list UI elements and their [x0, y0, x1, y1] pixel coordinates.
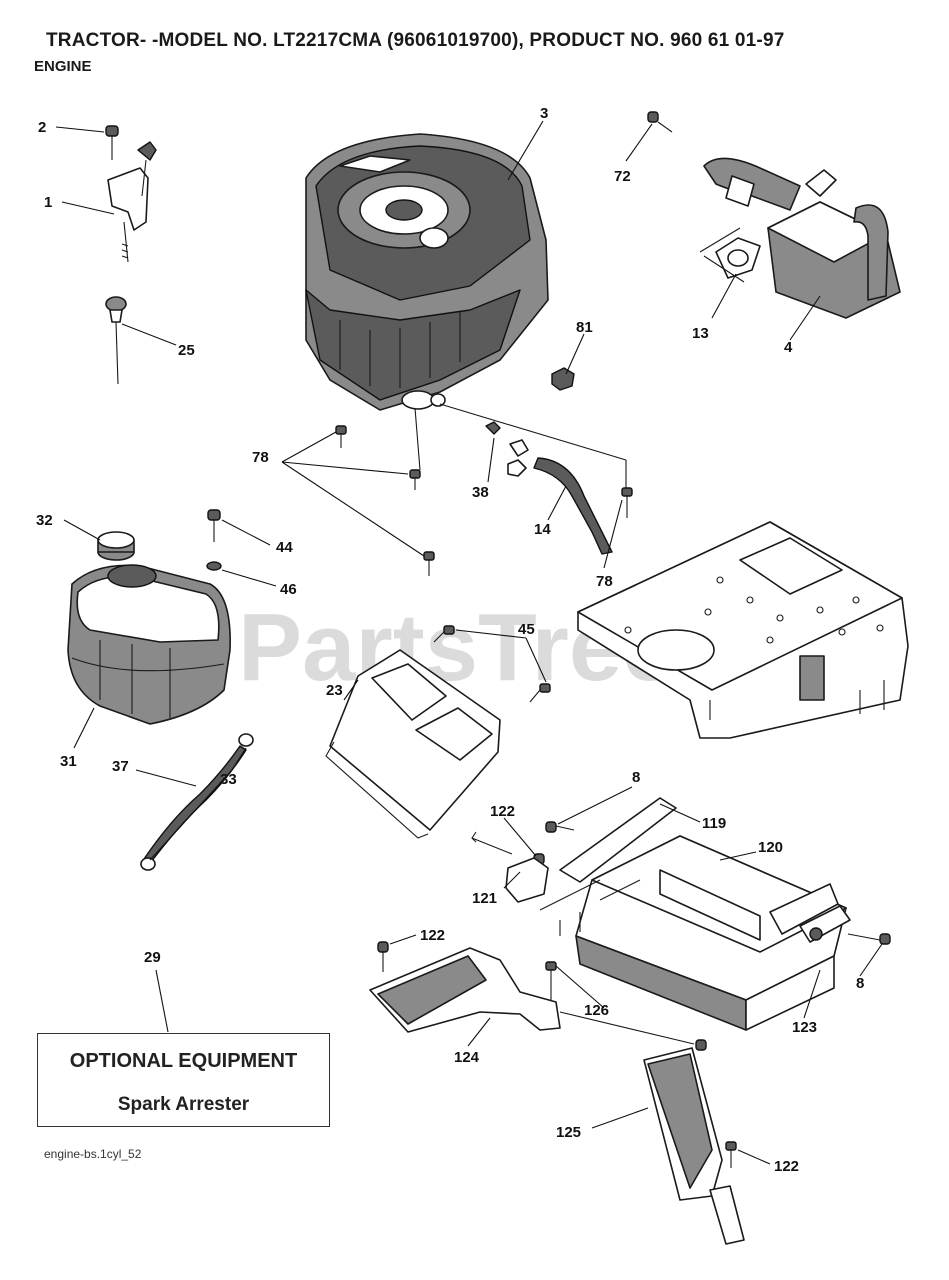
part-label: 121 [472, 890, 497, 907]
part-label: 2 [38, 119, 46, 136]
throttle-bracket-drawing [105, 125, 157, 263]
part-label: 125 [556, 1124, 581, 1141]
part-label: 38 [472, 484, 489, 501]
optional-equipment-item: Spark Arrester [117, 1094, 250, 1115]
part-label: 33 [220, 771, 237, 788]
part-label: 4 [784, 339, 793, 356]
part-label: 23 [326, 682, 343, 699]
part-number-labels: 2 1 25 3 72 13 4 81 78 38 14 78 32 44 46… [36, 105, 864, 1175]
part-label: 81 [576, 319, 593, 336]
part-label: 8 [856, 975, 864, 992]
optional-equipment-box: OPTIONAL EQUIPMENT Spark Arrester [37, 1033, 330, 1127]
part-label: 78 [252, 449, 269, 466]
part-label: 32 [36, 512, 53, 529]
part-label: 44 [276, 539, 293, 556]
part-label: 120 [758, 839, 783, 856]
part-label: 124 [454, 1049, 480, 1066]
page-title: TRACTOR- -MODEL NO. LT2217CMA (960610197… [46, 30, 785, 51]
part-label: 8 [632, 769, 640, 786]
part-label: 3 [540, 105, 548, 122]
chassis-plate-drawing [577, 521, 909, 739]
part-label: 31 [60, 753, 77, 770]
section-title: ENGINE [34, 58, 92, 75]
part-label: 46 [280, 581, 297, 598]
part-label: 37 [112, 758, 129, 775]
part-label: 1 [44, 194, 52, 211]
part-label: 122 [490, 803, 515, 820]
part-label: 25 [178, 342, 195, 359]
part-label: 122 [774, 1158, 799, 1175]
lower-plates-drawing [369, 947, 745, 1245]
part-label: 13 [692, 325, 709, 342]
heat-shield-drawing [325, 625, 551, 839]
engine-drawing [305, 133, 549, 411]
part-label: 78 [596, 573, 613, 590]
part-label: 123 [792, 1019, 817, 1036]
part-label: 29 [144, 949, 161, 966]
muffler-drawing [647, 111, 901, 319]
fuel-tank-drawing [67, 509, 254, 871]
part-label: 119 [702, 815, 726, 832]
leader-lines [55, 120, 883, 1165]
engine-hardware-drawing [335, 367, 633, 576]
part-label: 126 [584, 1002, 609, 1019]
part-label: 122 [420, 927, 445, 944]
optional-equipment-heading: OPTIONAL EQUIPMENT [69, 1050, 298, 1072]
dipstick-drawing [105, 296, 127, 385]
diagram-code: engine-bs.1cyl_52 [44, 1147, 142, 1161]
part-label: 72 [614, 168, 631, 185]
part-label: 14 [534, 521, 551, 538]
part-label: 45 [518, 621, 535, 638]
engine-mount-drawing [377, 797, 891, 1031]
